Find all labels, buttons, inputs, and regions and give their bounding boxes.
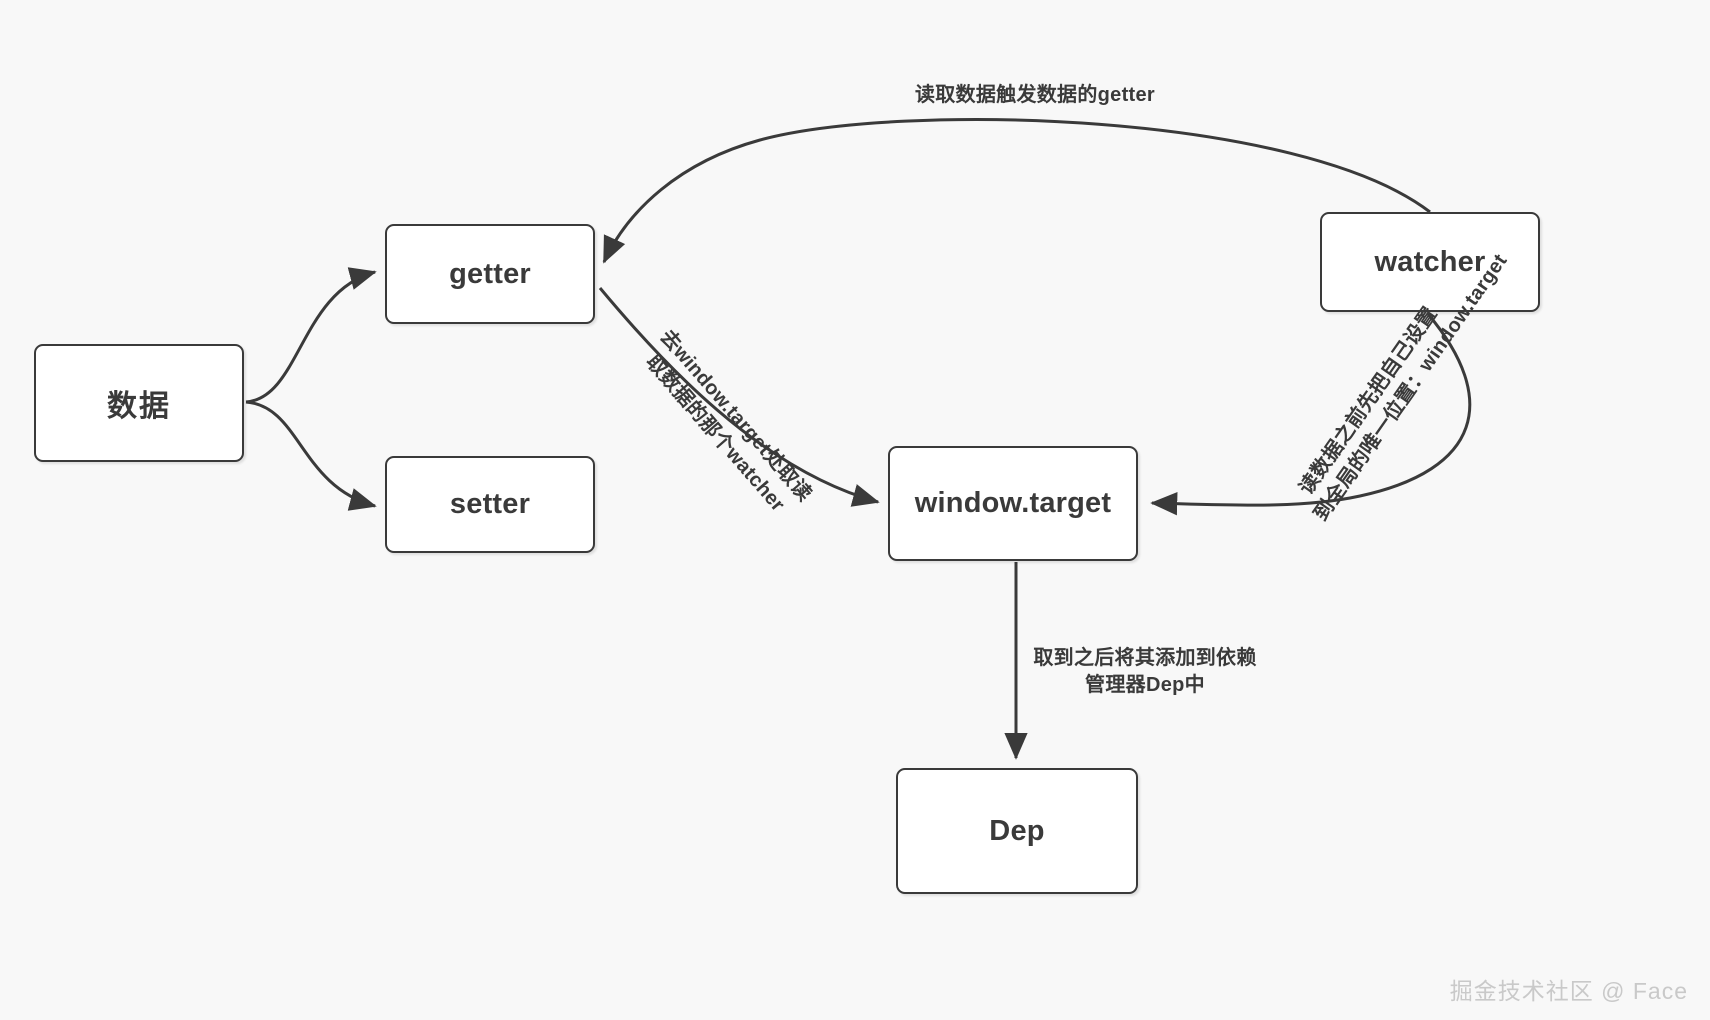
node-window-target-label: window.target	[914, 487, 1112, 519]
edge-data-to-getter	[245, 267, 377, 404]
edge-getter-to-window-target	[598, 287, 880, 507]
edge-watcher-to-window-target	[1150, 313, 1472, 516]
node-getter[interactable]: getter	[385, 224, 595, 324]
node-setter[interactable]: setter	[385, 456, 595, 553]
edge-watcher-to-getter	[602, 118, 1431, 264]
node-dep[interactable]: Dep	[896, 768, 1138, 894]
node-setter-label: setter	[449, 488, 531, 520]
edge-data-to-setter	[245, 400, 377, 511]
node-data[interactable]: 数据	[34, 344, 244, 462]
node-getter-label: getter	[449, 257, 531, 290]
edge-label-add-to-dep: 取到之后将其添加到依赖 管理器Dep中	[1033, 647, 1257, 696]
edge-label-getter-trigger: 读取数据触发数据的getter	[914, 84, 1156, 106]
node-watcher-label: watcher	[1374, 245, 1486, 278]
node-watcher[interactable]: watcher	[1320, 212, 1540, 312]
node-dep-label: Dep	[989, 814, 1045, 847]
node-data-label: 数据	[107, 390, 171, 423]
watermark: 掘金技术社区 @ Face	[1449, 978, 1688, 1004]
node-window-target[interactable]: window.target	[888, 446, 1138, 561]
